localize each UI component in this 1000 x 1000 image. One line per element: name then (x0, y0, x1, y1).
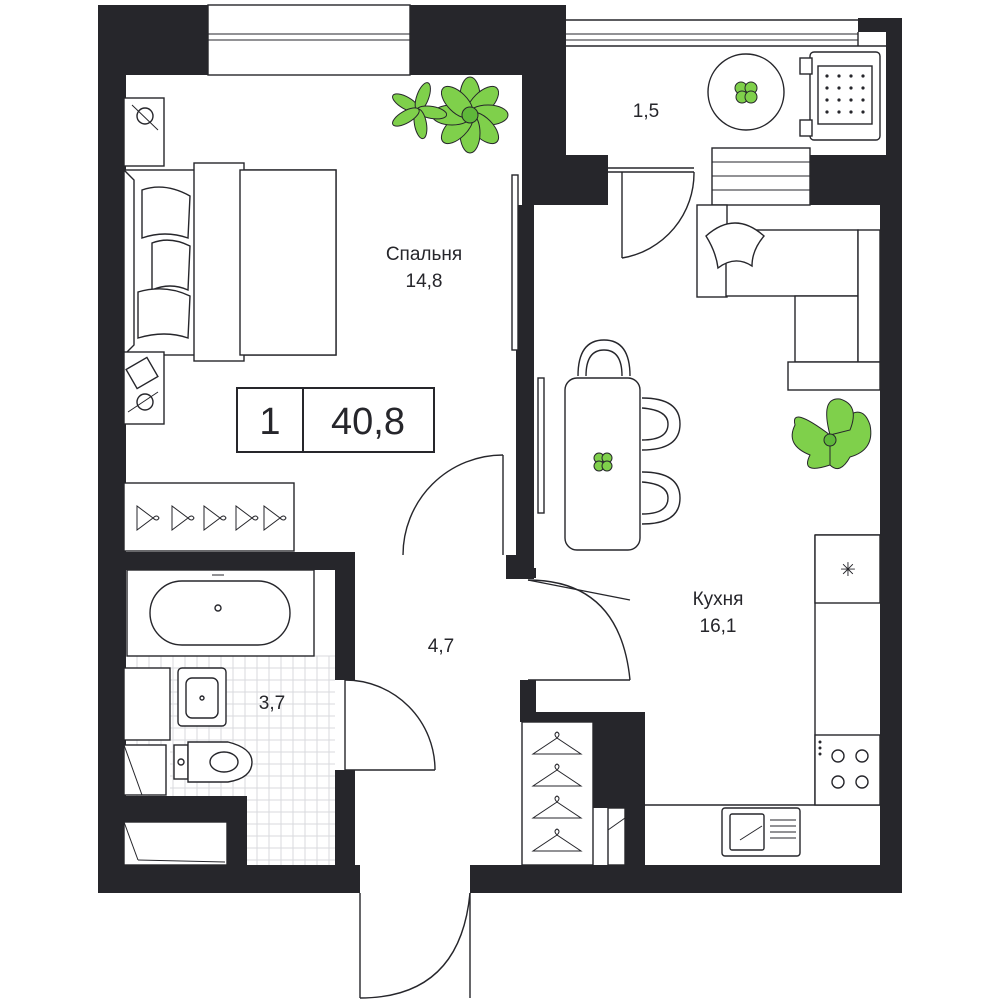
bathroom-door (344, 679, 436, 771)
balcony-table (707, 53, 785, 131)
hanger-icon (235, 505, 259, 531)
kitchen-wardrobe-sliding (537, 377, 545, 514)
plant-bedroom (392, 76, 509, 154)
rooms-count: 1 (259, 401, 280, 443)
bedroom-name: Спальня (386, 244, 462, 265)
balcony-door-swing (608, 167, 695, 259)
balcony-area: 1,5 (633, 101, 659, 122)
cooktop (814, 734, 881, 806)
hanger-icon (136, 505, 160, 531)
bath-cabinet (123, 821, 228, 866)
fridge: ✳ (814, 534, 881, 604)
snowflake-icon: ✳ (840, 560, 856, 581)
nightstand-top (123, 97, 165, 167)
bedroom-wardrobe-sliding (511, 174, 519, 351)
bedroom-closet (123, 482, 295, 552)
kitchen-door (527, 579, 631, 681)
hanger-icon (531, 828, 583, 852)
total-area: 40,8 (331, 401, 405, 443)
dining-table (564, 339, 681, 551)
entrance-door (359, 892, 471, 999)
bed (123, 162, 337, 362)
kitchen-area: 16,1 (700, 616, 737, 637)
sofa (696, 204, 881, 391)
toilet (173, 741, 253, 783)
hanger-icon (531, 795, 583, 819)
plant-kitchen (791, 398, 872, 470)
hanger-icon (263, 505, 287, 531)
kitchen-sink (721, 807, 801, 857)
bedroom-area: 14,8 (406, 271, 443, 292)
balcony-glazing (566, 19, 886, 47)
balcony-armchair (799, 51, 881, 141)
hanger-icon (171, 505, 195, 531)
boiler-cabinet (607, 807, 626, 866)
hall-area: 4,7 (428, 636, 454, 657)
apartment-summary-box: 1 40,8 (236, 387, 435, 453)
walls (98, 5, 902, 893)
kitchen-name: Кухня (693, 589, 744, 610)
hanger-icon (531, 763, 583, 787)
bathtub (126, 569, 315, 657)
bathroom-sink (177, 667, 227, 727)
nightstand-bottom (123, 351, 165, 425)
bedroom-window (207, 4, 411, 76)
hanger-icon (203, 505, 227, 531)
bathroom-area: 3,7 (259, 693, 285, 714)
hanger-icon (531, 731, 583, 755)
balcony-door (711, 147, 811, 206)
bedroom-door (402, 454, 504, 556)
hall-wardrobe (521, 721, 594, 866)
bath-shaft (123, 744, 167, 796)
washing-machine (123, 667, 171, 741)
